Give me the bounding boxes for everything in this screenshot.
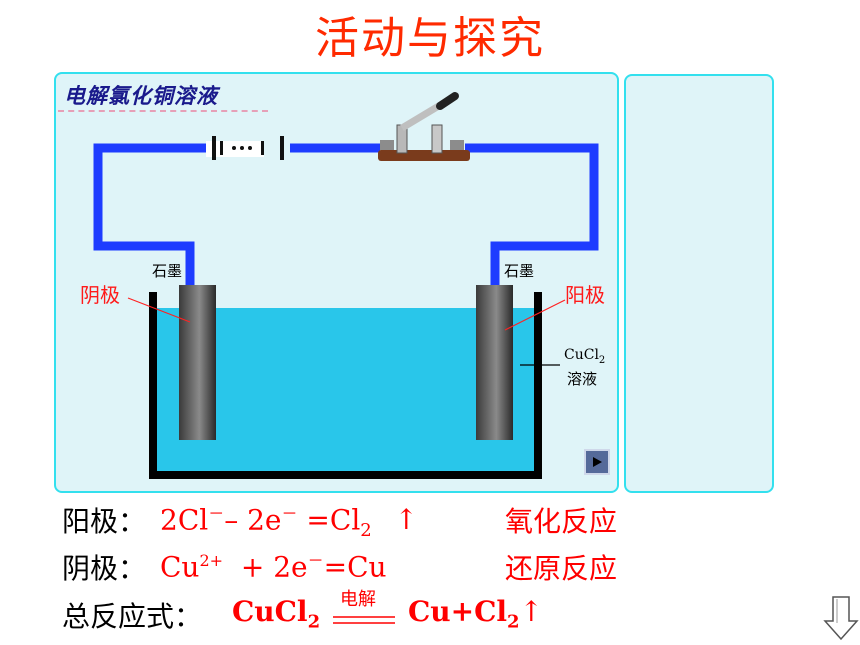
anode-label: 阳极	[565, 283, 605, 307]
battery-icon	[206, 136, 284, 160]
caption-underline	[58, 110, 268, 112]
play-icon	[593, 457, 602, 467]
switch-icon	[378, 92, 470, 161]
play-button[interactable]	[584, 449, 610, 475]
total-reactant: CuCl2	[232, 595, 321, 633]
page-title: 活动与探究	[315, 13, 545, 64]
graphite-left-label: 石墨	[152, 262, 183, 280]
circuit-wire	[93, 143, 599, 285]
cucl2-solution	[155, 308, 537, 471]
solution-formula-label: CuCl2	[564, 347, 606, 366]
electrolysis-condition: 电解	[340, 589, 376, 610]
total-equation-key: 总反应式：	[62, 600, 203, 633]
panel-caption: 电解氯化铜溶液	[64, 84, 218, 108]
beaker	[149, 292, 542, 479]
right-graphite-electrode	[476, 285, 513, 440]
cathode-equation: Cu2+ + 2e－=Cu	[160, 550, 387, 584]
cathode-reaction-type: 还原反应	[505, 552, 618, 585]
graphite-right-label: 石墨	[504, 262, 535, 280]
solution-name-label: 溶液	[567, 370, 598, 388]
down-arrow-icon[interactable]	[823, 595, 859, 641]
left-graphite-electrode	[179, 285, 216, 440]
cathode-equation-key: 阴极：	[62, 552, 147, 585]
condition-equals-sign	[333, 616, 395, 624]
anode-equation-key: 阳极：	[62, 505, 147, 538]
anode-equation: 2Cl－– 2e－ =Cl2 ↑	[160, 503, 419, 541]
total-products: Cu+Cl2↑	[408, 595, 544, 633]
side-panel	[624, 74, 774, 493]
anode-reaction-type: 氧化反应	[505, 505, 618, 538]
cathode-label: 阴极	[80, 283, 120, 307]
